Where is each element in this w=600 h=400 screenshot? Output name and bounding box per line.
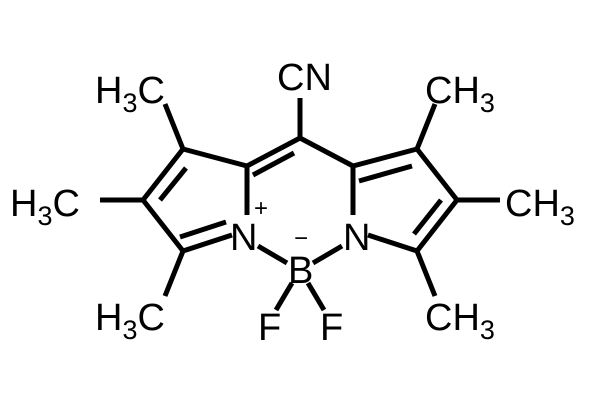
nitrogen-right-label: N xyxy=(343,217,370,259)
bond-c3-c4-left xyxy=(141,198,185,253)
methyl-label-mid-right: CH3 xyxy=(505,183,575,231)
bond-b-f-right xyxy=(305,281,327,312)
methyl-label-top-left: H3C xyxy=(95,70,165,118)
fluorine-left-label: F xyxy=(258,307,281,349)
bond-methyl-c2-right xyxy=(414,103,438,150)
bond-ca-c2-right-double xyxy=(358,163,413,184)
bond-ca-c2-left xyxy=(182,146,248,169)
methyl-label-bottom-right: CH3 xyxy=(425,297,495,345)
boron-label: B xyxy=(288,250,313,292)
bond-n-b-right xyxy=(311,243,344,266)
methyl-label-top-right: CH3 xyxy=(425,70,495,118)
methyl-label-bottom-left: H3C xyxy=(95,297,165,345)
bond-meso-ca-left xyxy=(245,135,302,169)
positive-charge-label: + xyxy=(254,195,268,222)
bond-methyl-c4-right xyxy=(414,250,438,297)
negative-charge-label: − xyxy=(294,225,308,252)
methyl-label-mid-left: H3C xyxy=(10,183,80,231)
bond-n-b-left xyxy=(256,243,289,266)
bond-c2-c3-left-double xyxy=(158,166,188,202)
bond-lines xyxy=(100,98,500,312)
bond-meso-ca-left-double xyxy=(251,150,296,178)
bond-b-f-left xyxy=(273,281,295,312)
bond-methyl-c2-left xyxy=(162,103,186,150)
nitrogen-left-label: N xyxy=(230,217,257,259)
cyano-label: CN xyxy=(277,57,332,99)
bond-methyl-c4-left xyxy=(162,250,186,297)
bond-c2-c3-left xyxy=(141,147,185,202)
bond-c3-c4-right xyxy=(415,198,459,253)
bond-meso-ca-right xyxy=(298,135,355,169)
bond-c2-c3-right xyxy=(415,147,459,202)
bond-c4-n-right xyxy=(367,232,418,254)
atom-labels: CN H3C H3C H3C CH3 CH3 CH3 N N B F xyxy=(10,57,575,349)
fluorine-right-label: F xyxy=(320,307,343,349)
bond-ca-c2-right xyxy=(352,146,418,169)
bond-c4-n-left xyxy=(182,232,233,254)
bond-c3-c4-right-double xyxy=(412,198,443,236)
bond-c4-n-left-double xyxy=(179,219,227,240)
